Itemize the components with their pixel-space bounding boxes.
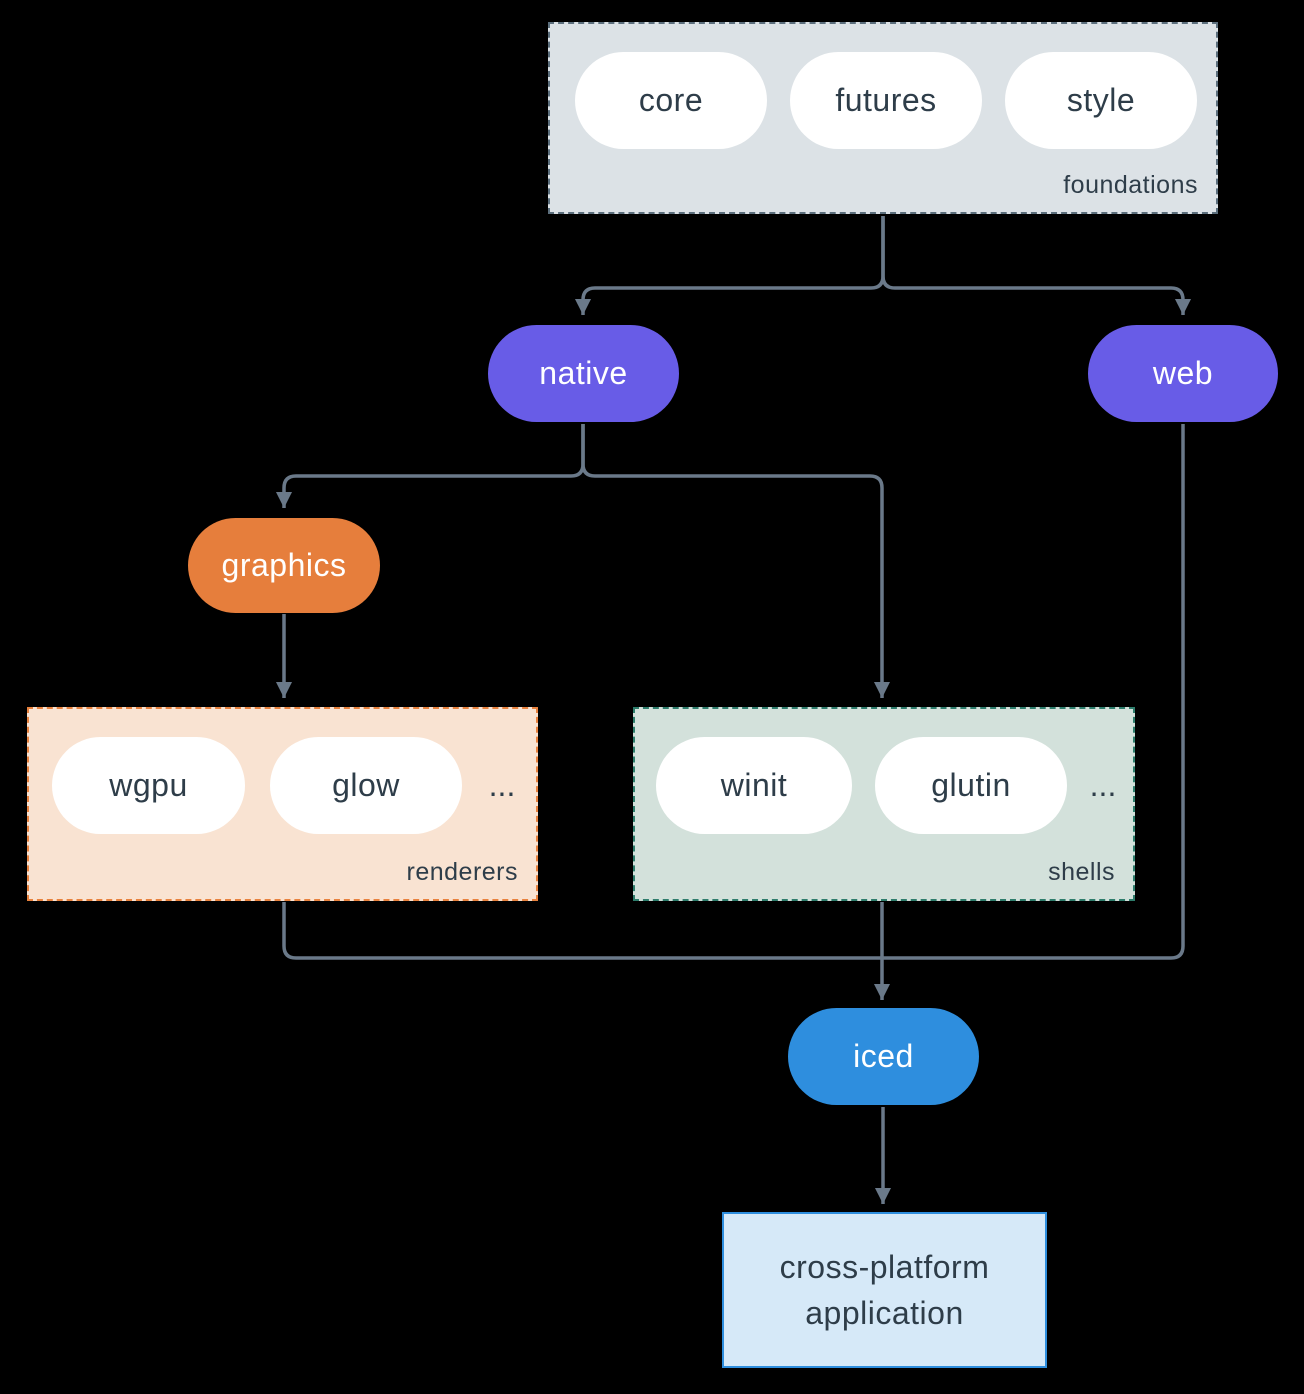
group-foundations: core futures style foundations (548, 22, 1218, 214)
group-label-renderers: renderers (406, 858, 518, 886)
edge-foundations-to-web (881, 216, 1192, 315)
renderers-ellipsis: ... (488, 767, 516, 803)
edge-renderers-to-merge (282, 902, 882, 960)
node-glow: glow (270, 737, 462, 834)
node-web: web (1088, 325, 1278, 422)
group-renderers: wgpu glow ... renderers (27, 707, 538, 901)
application-label-line1: cross-platform (779, 1248, 990, 1285)
node-graphics: graphics (188, 518, 380, 613)
edge-web-to-merge (882, 424, 1185, 960)
group-label-shells: shells (1048, 858, 1115, 886)
node-native: native (488, 325, 679, 422)
node-winit: winit (656, 737, 852, 834)
edge-native-to-shells (581, 424, 891, 698)
edge-foundations-to-native (574, 216, 885, 315)
node-cross-platform-application: cross-platform application (722, 1212, 1047, 1368)
node-core: core (575, 52, 767, 149)
application-label-line2: application (805, 1295, 964, 1331)
node-wgpu: wgpu (52, 737, 245, 834)
node-glutin: glutin (875, 737, 1067, 834)
node-style: style (1005, 52, 1197, 149)
shells-ellipsis: ... (1089, 767, 1117, 803)
edge-native-to-graphics (275, 424, 585, 508)
group-shells: winit glutin ... shells (633, 707, 1135, 901)
node-iced: iced (788, 1008, 979, 1105)
node-futures: futures (790, 52, 982, 149)
group-label-foundations: foundations (1063, 171, 1198, 199)
